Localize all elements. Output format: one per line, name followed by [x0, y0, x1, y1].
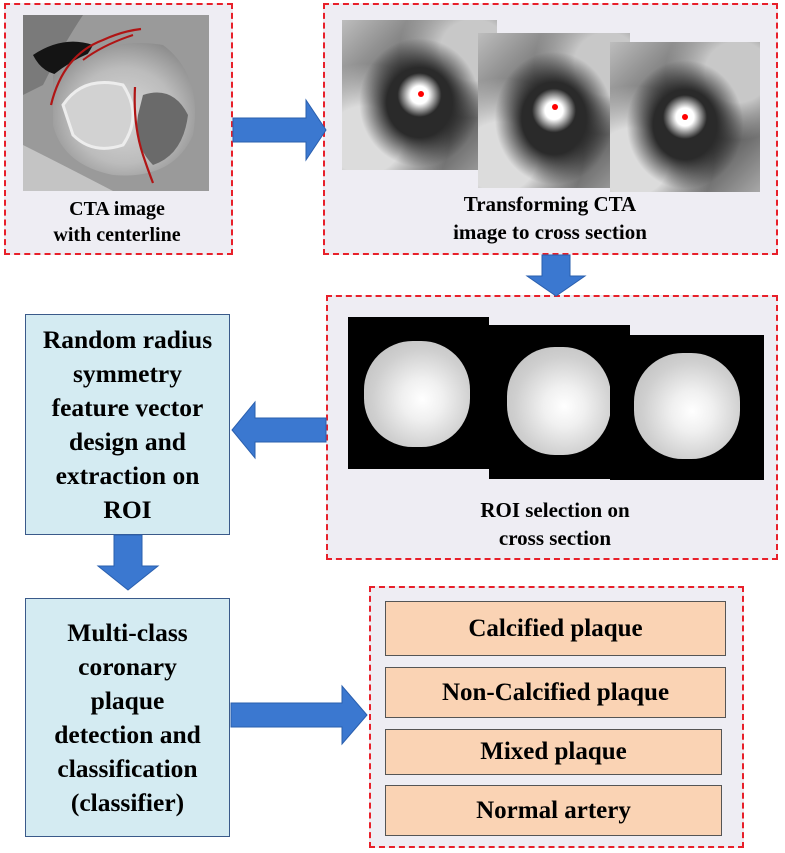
roi-image-2	[489, 325, 630, 479]
cross-section-caption: Transforming CTA image to cross section	[453, 192, 647, 244]
cta-caption: CTA image with centerline	[53, 198, 181, 246]
arrow-left-icon	[231, 400, 327, 460]
arrow-down-icon	[525, 254, 587, 297]
cross-section-image-1	[342, 20, 497, 170]
classifier-box: Multi-class coronary plaque detection an…	[25, 598, 230, 837]
class-calcified: Calcified plaque	[385, 601, 726, 656]
roi-caption: ROI selection on cross section	[480, 498, 630, 550]
centerline	[82, 34, 134, 61]
arrow-right-icon	[232, 98, 327, 162]
cta-image	[23, 15, 209, 191]
centerline	[133, 86, 155, 184]
arrow-down-icon	[96, 534, 160, 591]
cross-section-image-3	[610, 42, 760, 192]
roi-image-3	[610, 335, 764, 480]
class-mixed: Mixed plaque	[385, 729, 722, 775]
feature-extraction-box: Random radius symmetry feature vector de…	[25, 314, 230, 535]
centerline	[49, 27, 142, 106]
arrow-right-icon	[230, 684, 368, 746]
cross-section-image-2	[478, 33, 630, 188]
class-normal-artery: Normal artery	[385, 785, 722, 836]
class-non-calcified: Non-Calcified plaque	[385, 667, 726, 718]
roi-image-1	[348, 317, 489, 469]
